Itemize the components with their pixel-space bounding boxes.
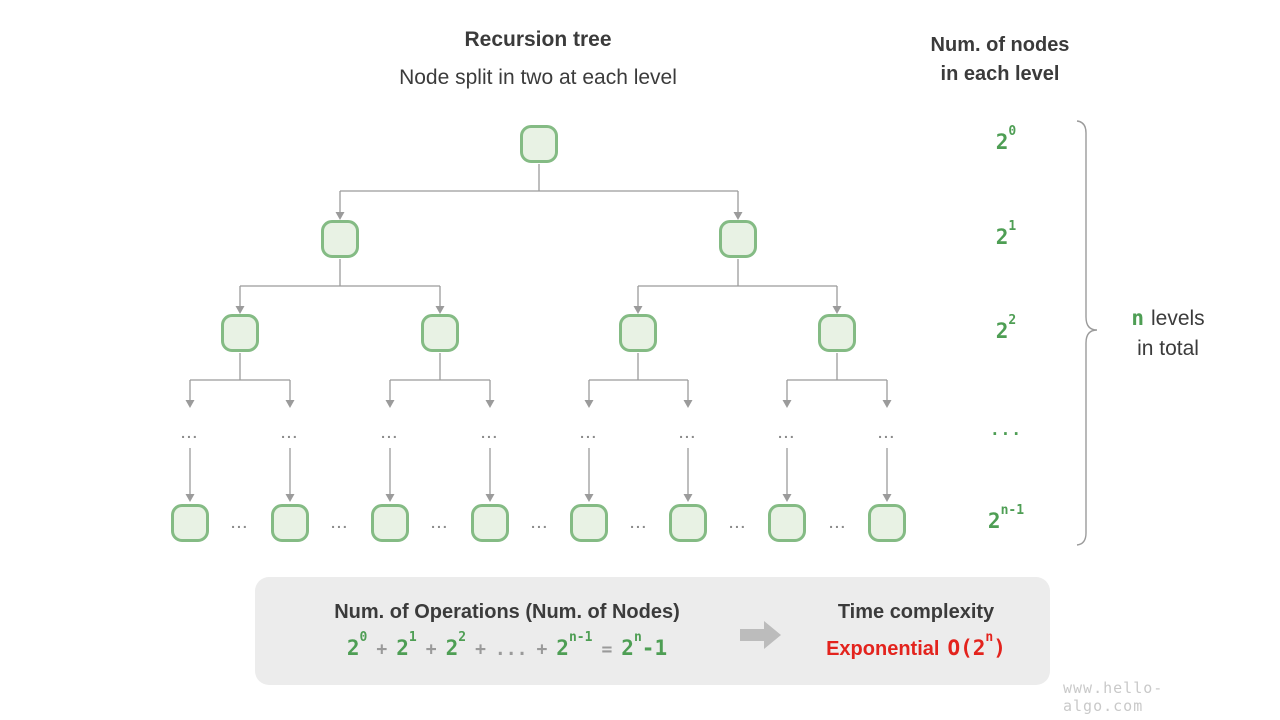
arrowheads (185, 212, 892, 502)
formula-operator: + (425, 639, 437, 660)
leaf-separator-dots: ... (231, 515, 249, 531)
level-count-label-n-1: 2n-1 (987, 503, 1025, 533)
levels-brace (1076, 120, 1098, 546)
complexity-word: Exponential (826, 638, 940, 660)
skipped-level-dots: ... (778, 425, 796, 441)
diagram-subtitle: Node split in two at each level (399, 66, 677, 89)
leaf-separator-dots: ... (630, 515, 648, 531)
skipped-level-dots: ... (181, 425, 199, 441)
tree-node-leaf (669, 504, 707, 542)
level-count-label-ellipsis: ... (990, 420, 1022, 439)
right-title-line2: in each level (940, 63, 1060, 85)
formula-ellipsis: ... (494, 639, 528, 660)
tree-node-leaf (570, 504, 608, 542)
leaf-separator-dots: ... (331, 515, 349, 531)
level-count-label-0: 20 (995, 124, 1017, 154)
level-count-label-2: 22 (995, 313, 1017, 343)
operations-formula: 20 + 21 + 22 + ... + 2n-1 = 2n-1 (300, 630, 714, 660)
skipped-level-dots: ... (878, 425, 896, 441)
tree-node-leaf (271, 504, 309, 542)
tree-node (619, 314, 657, 352)
level-count-label-1: 21 (995, 219, 1017, 249)
tree-node (719, 220, 757, 258)
formula-term: 2n-1 (556, 630, 593, 660)
leaf-separator-dots: ... (531, 515, 549, 531)
formula-term: 21 (396, 630, 417, 660)
tree-node-leaf (371, 504, 409, 542)
time-complexity-title: Time complexity (837, 601, 995, 623)
leaf-separator-dots: ... (431, 515, 449, 531)
formula-operator: + (536, 639, 548, 660)
n-symbol: n (1131, 306, 1144, 330)
tree-node (818, 314, 856, 352)
formula-result-term: 2n-1 (621, 630, 668, 660)
formula-equals: = (601, 639, 613, 660)
formula-operator: + (475, 639, 486, 660)
skipped-level-dots: ... (679, 425, 697, 441)
tree-node (221, 314, 259, 352)
tree-node-root (520, 125, 558, 163)
operations-title: Num. of Operations (Num. of Nodes) (334, 601, 680, 623)
leaf-separator-dots: ... (729, 515, 747, 531)
skipped-level-dots: ... (281, 425, 299, 441)
complexity-result: Exponential O(2n) (806, 630, 1026, 661)
right-column-title: Num. of nodes in each level (900, 31, 1100, 89)
tree-node-leaf (768, 504, 806, 542)
diagram-title: Recursion tree (464, 28, 612, 51)
skipped-level-dots: ... (381, 425, 399, 441)
formula-term: 22 (445, 630, 467, 660)
formula-operator: + (376, 639, 388, 660)
formula-term: 20 (346, 630, 368, 660)
right-title-line1: Num. of nodes (930, 34, 1070, 56)
leaf-separator-dots: ... (829, 515, 847, 531)
tree-node (321, 220, 359, 258)
skipped-level-dots: ... (481, 425, 499, 441)
skipped-level-dots: ... (580, 425, 598, 441)
tree-node-leaf (868, 504, 906, 542)
watermark: www.hello-algo.com (1063, 679, 1164, 715)
tree-node-leaf (471, 504, 509, 542)
summary-box (255, 577, 1050, 685)
tree-node-leaf (171, 504, 209, 542)
big-o-notation: O(2n) (947, 630, 1006, 660)
right-arrow-icon (740, 621, 784, 649)
tree-node (421, 314, 459, 352)
